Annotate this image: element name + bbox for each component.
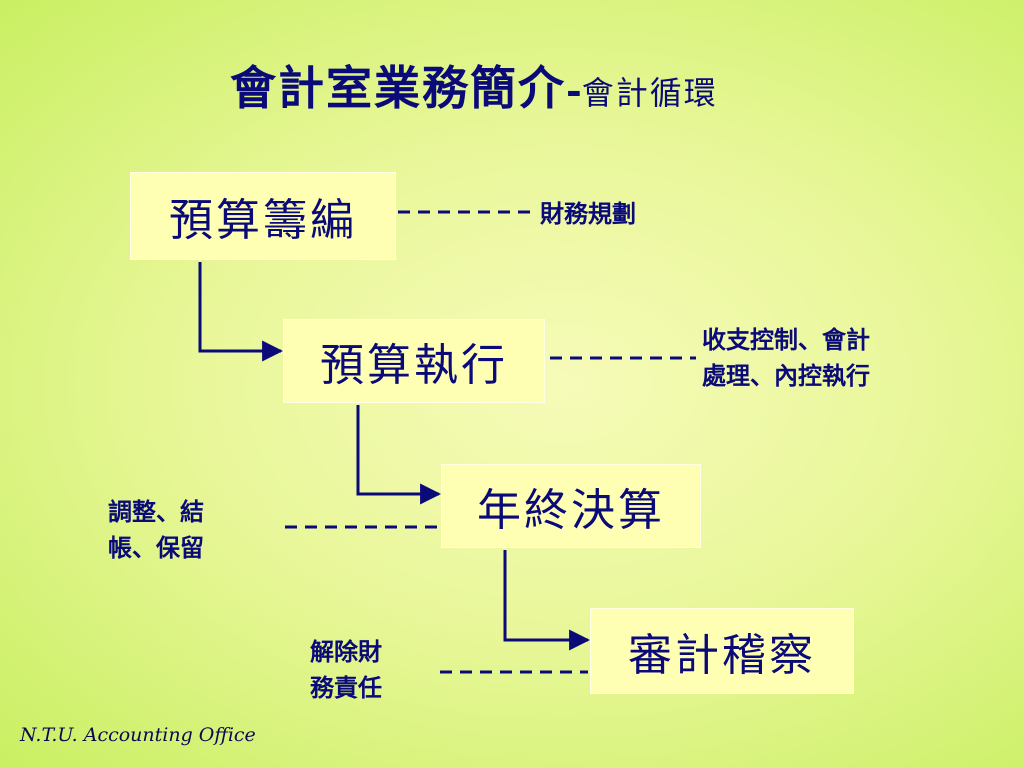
step-box-budget-execution: 預算執行 [283, 319, 545, 403]
step-box-audit: 審計稽察 [590, 608, 854, 694]
title-sub: 會計循環 [581, 74, 718, 112]
title-separator: - [566, 68, 582, 113]
step-box-year-end-closing: 年終決算 [441, 464, 701, 548]
note-release-responsibility: 解除財 務責任 [310, 634, 382, 706]
footer-office-name: N.T.U. Accounting Office [20, 724, 256, 746]
note-revenue-control: 收支控制、會計 處理、內控執行 [702, 322, 870, 394]
arrow-step-1-to-2 [198, 262, 284, 362]
arrow-step-2-to-3 [356, 405, 442, 505]
note-line: 調整、結 [108, 498, 204, 526]
note-line: 收支控制、會計 [702, 326, 870, 354]
page-title: 會計室業務簡介-會計循環 [230, 52, 718, 115]
note-line: 解除財 [310, 638, 382, 666]
arrow-step-3-to-4 [503, 550, 591, 651]
step-box-budget-preparation: 預算籌編 [130, 172, 396, 260]
title-main: 會計室業務簡介 [230, 61, 566, 115]
note-adjust-close: 調整、結 帳、保留 [108, 494, 204, 566]
note-line: 處理、內控執行 [702, 362, 870, 390]
note-line: 財務規劃 [540, 200, 636, 228]
note-financial-planning: 財務規劃 [540, 196, 636, 232]
note-line: 務責任 [310, 674, 382, 702]
note-line: 帳、保留 [108, 534, 204, 562]
